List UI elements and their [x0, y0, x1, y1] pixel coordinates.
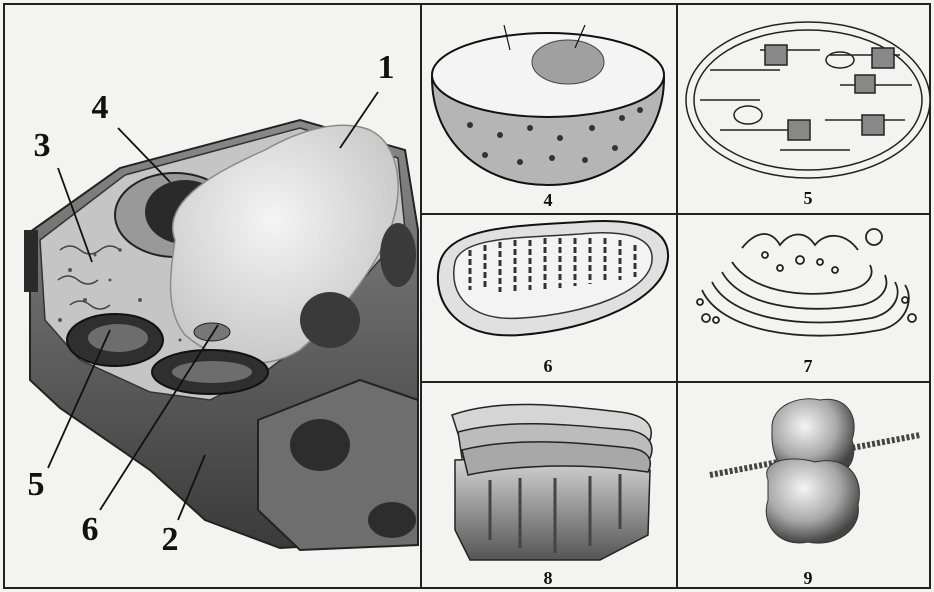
- cell-label-4: 4: [92, 89, 109, 126]
- panel-caption-5: 5: [804, 188, 813, 208]
- golgi-cisterna-1: [702, 285, 909, 336]
- cell-label-3: 3: [34, 127, 51, 164]
- cell-label-2: 2: [162, 521, 179, 558]
- neighbor-chloroplast-3: [290, 419, 350, 471]
- panel-caption-8: 8: [544, 568, 553, 588]
- chloroplast-1-stroma: [88, 324, 148, 352]
- panel-nucleolus: [532, 40, 604, 84]
- neighbor-chloroplast-1: [380, 223, 416, 287]
- panel-ribosome: [710, 399, 920, 543]
- cell-label-1: 1: [378, 49, 395, 86]
- panel-er: [452, 404, 652, 560]
- cell-label-5: 5: [28, 466, 45, 503]
- panel-nucleus: [432, 25, 664, 185]
- plant-cell-illustration: [24, 120, 418, 550]
- cell-label-6: 6: [82, 511, 99, 548]
- panel-caption-9: 9: [804, 568, 813, 588]
- ribosome-small-subunit: [766, 459, 859, 543]
- panel-caption-6: 6: [544, 356, 553, 376]
- mitochondrion-small: [194, 323, 230, 341]
- panel-mitochondrion: [438, 221, 668, 335]
- panel-golgi: [697, 229, 916, 336]
- panel-caption-4: 4: [544, 190, 553, 210]
- golgi-cisterna-top: [742, 234, 858, 250]
- neighbor-chloroplast-4: [368, 502, 416, 538]
- panel-chloroplast: [686, 22, 930, 178]
- wall-stub: [24, 230, 38, 292]
- panel-caption-7: 7: [804, 356, 813, 376]
- golgi-cisterna-4: [732, 262, 872, 294]
- neighbor-chloroplast-2: [300, 292, 360, 348]
